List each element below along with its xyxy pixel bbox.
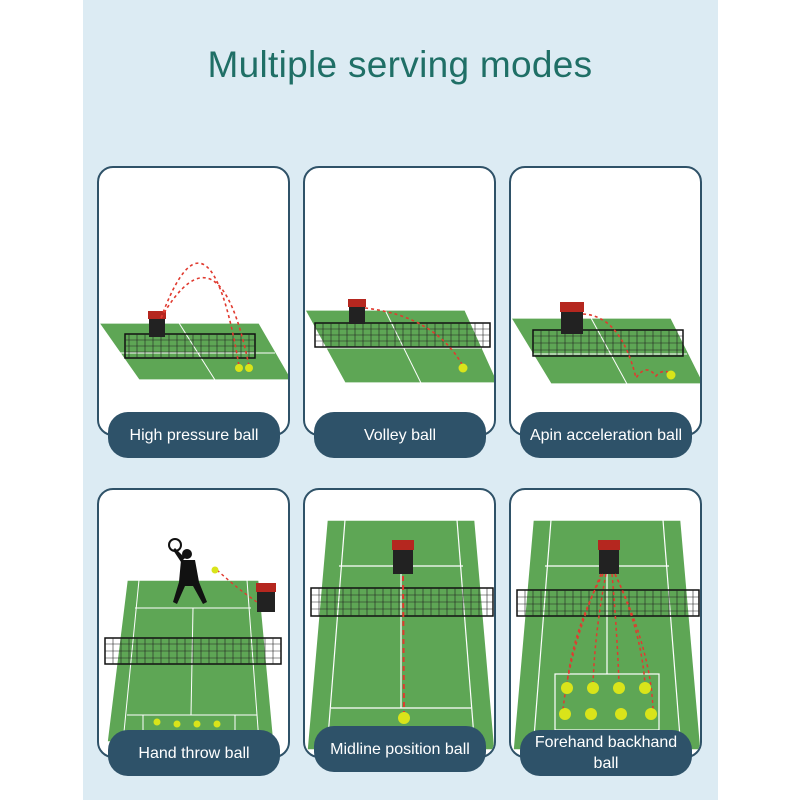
mode-card-forehand-backhand xyxy=(509,488,702,758)
page-title: Multiple serving modes xyxy=(207,44,593,85)
hand-throw-illustration xyxy=(104,538,282,743)
mode-card-hand-throw xyxy=(97,488,290,758)
mode-label-hand-throw: Hand throw ball xyxy=(108,730,280,776)
apin-acceleration-illustration xyxy=(511,302,700,385)
high-pressure-illustration xyxy=(99,262,288,381)
volley-illustration xyxy=(305,299,494,384)
mode-label-forehand-backhand: Forehand backhand ball xyxy=(520,730,692,776)
mode-card-volley xyxy=(303,166,496,436)
forehand-backhand-illustration xyxy=(512,519,700,751)
mode-label-high-pressure: High pressure ball xyxy=(108,412,280,458)
mode-label-volley: Volley ball xyxy=(314,412,486,458)
midline-position-illustration xyxy=(306,519,494,751)
player-silhouette xyxy=(168,538,207,604)
mode-label-apin-acceleration: Apin acceleration ball xyxy=(520,412,692,458)
mode-label-midline-position: Midline position ball xyxy=(314,726,486,772)
mode-card-midline-position xyxy=(303,488,496,758)
mode-card-apin-acceleration xyxy=(509,166,702,436)
mode-card-high-pressure xyxy=(97,166,290,436)
